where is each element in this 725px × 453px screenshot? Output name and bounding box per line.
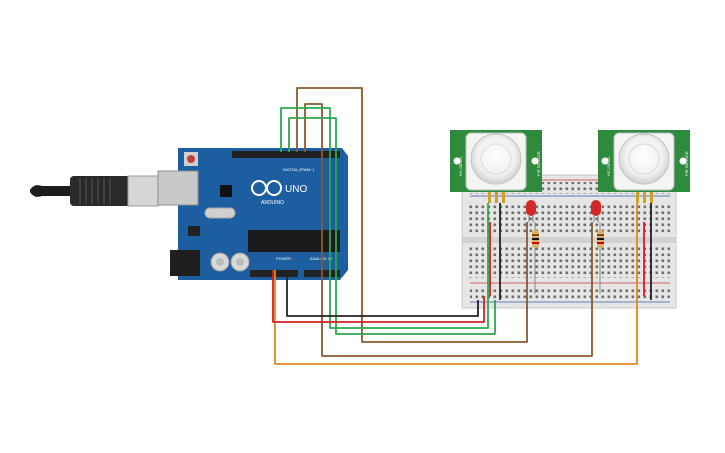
usb-port <box>157 170 199 206</box>
pir-pins <box>636 192 653 203</box>
digital-header-label: DIGITAL (PWM~) <box>283 167 315 172</box>
pir-label-left: HC-SR501 <box>458 156 463 176</box>
reset-button-cap <box>187 155 195 163</box>
pir-label-right: PIR SENSOR <box>684 151 689 176</box>
brand-label: ARDUINO <box>261 200 284 206</box>
mount-hole <box>679 157 687 165</box>
mount-hole <box>601 157 609 165</box>
upper-terminal-strip <box>468 202 672 234</box>
power-jack <box>170 250 200 276</box>
pir-label-left: HC-SR501 <box>606 156 611 176</box>
usb-chip <box>220 185 232 197</box>
resistor-2[interactable] <box>597 222 604 294</box>
led-body <box>591 200 601 216</box>
pir-label-right: PIR SENSOR <box>536 151 541 176</box>
pir-dome-ring <box>628 143 660 175</box>
analog-header-label: ANALOG IN <box>310 256 332 261</box>
capacitor-top <box>216 258 224 266</box>
led-body <box>526 200 536 216</box>
capacitor-top <box>236 258 244 266</box>
usb-cable[interactable] <box>30 175 159 207</box>
resistor-band <box>532 234 539 236</box>
wire-orange-pir-2[interactable] <box>274 203 638 365</box>
resistor-band <box>532 242 539 244</box>
led-1[interactable] <box>526 200 536 222</box>
arduino-uno-board[interactable]: ARDUINO UNO DIGITAL (PWM~) POWER ANALOG … <box>157 148 348 280</box>
mount-hole <box>531 157 539 165</box>
model-label: UNO <box>285 184 307 195</box>
crystal <box>204 207 236 219</box>
led-2[interactable] <box>591 200 601 222</box>
pir-pins <box>488 192 505 203</box>
power-header-label: POWER <box>276 256 291 261</box>
resistor-band <box>597 242 604 244</box>
wire-green-pir-1[interactable] <box>280 107 489 329</box>
pir-sensor-2[interactable]: HC-SR501 PIR SENSOR <box>598 130 690 203</box>
pir-dome <box>470 133 522 185</box>
digital-header <box>232 151 340 158</box>
wire-black-gnd[interactable] <box>286 270 479 317</box>
wire-green-pir-2[interactable] <box>288 117 496 335</box>
wire-brown-led-1[interactable] <box>296 87 528 343</box>
wire-red-5v[interactable] <box>272 270 485 323</box>
resistor-1[interactable] <box>532 222 539 294</box>
regulator <box>188 226 200 236</box>
resistor-band <box>532 238 539 240</box>
mount-hole <box>453 157 461 165</box>
wire-brown-led-2[interactable] <box>304 103 593 357</box>
pir-dome-ring <box>480 143 512 175</box>
power-header <box>250 270 298 277</box>
resistor-band <box>597 238 604 240</box>
bottom-power-rail <box>470 286 670 300</box>
atmega-chip <box>248 230 340 252</box>
resistor-band <box>597 234 604 236</box>
center-channel <box>462 237 676 243</box>
pir-dome <box>618 133 670 185</box>
arduino-logo <box>251 180 282 196</box>
pir-sensor-1[interactable]: HC-SR501 PIR SENSOR <box>450 130 542 203</box>
lower-terminal-strip <box>468 246 672 278</box>
